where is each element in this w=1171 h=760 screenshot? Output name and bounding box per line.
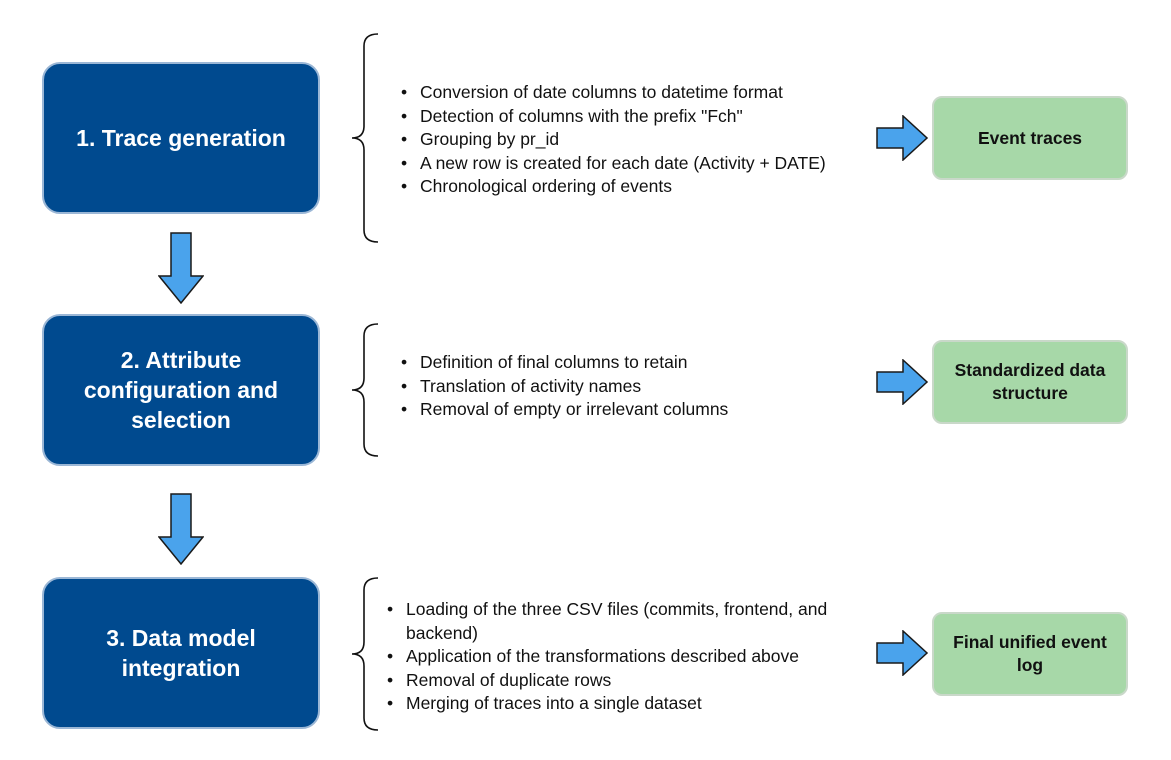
output-label: Final unified event log <box>953 632 1107 675</box>
list-item: Merging of traces into a single dataset <box>384 692 874 716</box>
list-item: A new row is created for each date (Acti… <box>398 152 898 176</box>
list-item: Loading of the three CSV files (commits,… <box>384 598 866 645</box>
list-item: Translation of activity names <box>398 375 858 399</box>
step-2-details: Definition of final columns to retain Tr… <box>398 351 858 422</box>
curly-brace <box>350 32 380 244</box>
curly-brace <box>350 322 380 458</box>
step-title: 3. Data model integration <box>106 625 256 681</box>
step-title: 1. Trace generation <box>76 125 286 151</box>
down-arrow-icon <box>158 493 204 565</box>
list-item: Grouping by pr_id <box>398 128 898 152</box>
right-arrow-icon <box>876 630 928 676</box>
step-box-data-model-integration: 3. Data model integration <box>42 577 320 729</box>
list-item: Chronological ordering of events <box>398 175 898 199</box>
list-item: Detection of columns with the prefix "Fc… <box>398 105 898 129</box>
list-item: Removal of empty or irrelevant columns <box>398 398 858 422</box>
step-box-trace-generation: 1. Trace generation <box>42 62 320 214</box>
output-box-event-traces: Event traces <box>932 96 1128 180</box>
list-item: Conversion of date columns to datetime f… <box>398 81 898 105</box>
step-box-attribute-configuration: 2. Attribute configuration and selection <box>42 314 320 466</box>
output-box-final-unified-event-log: Final unified event log <box>932 612 1128 696</box>
down-arrow-icon <box>158 232 204 304</box>
right-arrow-icon <box>876 359 928 405</box>
list-item: Application of the transformations descr… <box>384 645 874 669</box>
curly-brace <box>350 576 380 732</box>
step-title: 2. Attribute configuration and selection <box>83 347 279 433</box>
list-item: Removal of duplicate rows <box>384 669 874 693</box>
output-label: Standardized data structure <box>954 360 1106 403</box>
step-3-details: Loading of the three CSV files (commits,… <box>384 598 874 716</box>
output-label: Event traces <box>977 127 1083 148</box>
right-arrow-icon <box>876 115 928 161</box>
list-item: Definition of final columns to retain <box>398 351 858 375</box>
output-box-standardized-data-structure: Standardized data structure <box>932 340 1128 424</box>
step-1-details: Conversion of date columns to datetime f… <box>398 81 898 199</box>
